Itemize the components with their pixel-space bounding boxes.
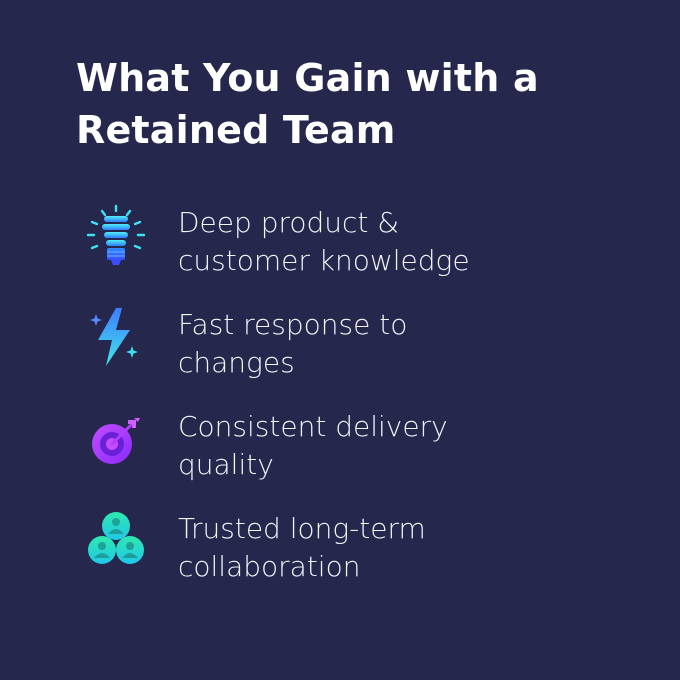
page-title: What You Gain with a Retained Team [76,52,636,156]
feature-text: Deep product & customer knowledge [178,204,648,280]
feature-text-line-2: changes [178,346,295,379]
feature-text: Fast response to changes [178,306,648,382]
lightbulb-icon [82,204,150,272]
feature-text-line-1: Consistent delivery [178,410,448,443]
target-dart-icon [82,406,150,474]
lightning-bolt-icon [82,302,150,370]
feature-text-line-1: Fast response to [178,308,408,341]
feature-item-collaboration: Trusted long-term collaboration [0,506,680,586]
feature-text: Consistent delivery quality [178,408,648,484]
feature-text-line-2: customer knowledge [178,244,470,277]
team-people-icon [82,506,150,574]
title-line-1: What You Gain with a [76,56,539,100]
feature-text: Trusted long-term collaboration [178,510,648,586]
feature-text-line-2: collaboration [178,550,361,583]
feature-text-line-2: quality [178,448,274,481]
title-line-2: Retained Team [76,108,396,152]
feature-text-line-1: Trusted long-term [178,512,426,545]
feature-text-line-1: Deep product & [178,206,400,239]
feature-item-deep-knowledge: Deep product & customer knowledge [0,200,680,280]
feature-item-fast-response: Fast response to changes [0,302,680,382]
feature-item-consistent-quality: Consistent delivery quality [0,404,680,484]
